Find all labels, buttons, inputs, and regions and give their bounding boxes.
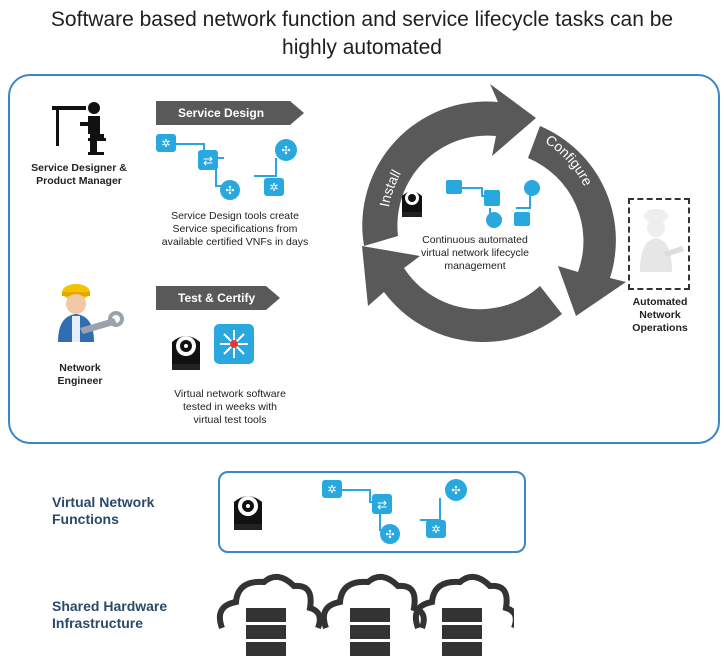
test-certify-caption: Virtual network software tested in weeks… (140, 388, 320, 427)
svg-text:✣: ✣ (281, 145, 290, 157)
designer-at-desk-icon (52, 102, 106, 155)
network-engineer-icon (58, 284, 124, 342)
svg-text:✣: ✣ (225, 185, 234, 197)
test-tools-icons (172, 324, 254, 370)
cycle-center-caption-line-1: Continuous automated (422, 234, 528, 246)
title-line-1: Software based network function and serv… (50, 8, 674, 31)
service-design-banner: Service Design (156, 101, 304, 125)
svg-text:✲: ✲ (269, 182, 278, 194)
vnf-layer-label-line-2: Functions (52, 511, 119, 527)
engineer-label-line-2: Engineer (57, 375, 103, 387)
automated-label-line-3: Operations (632, 322, 688, 334)
hardware-clouds (216, 573, 514, 656)
virtual-test-tool-icon (172, 336, 200, 370)
cloud-server-icon-2 (320, 573, 427, 656)
test-certify-caption-line-1: Virtual network software (174, 388, 286, 400)
cloud-server-icon-1 (216, 573, 323, 656)
svg-text:✲: ✲ (161, 138, 170, 150)
automated-label-line-2: Network (639, 309, 681, 321)
service-design-network-icons: ✲ ⇄ ✣ ✲ ✣ (156, 134, 297, 200)
operate-arrow (362, 246, 562, 343)
certified-switch-icon (214, 324, 254, 364)
test-certify-caption-line-2: tested in weeks with (183, 401, 277, 413)
automated-operator-icon (640, 209, 684, 272)
designer-label: Service Designer & Product Manager (20, 162, 138, 188)
cycle-center-caption-line-3: management (444, 260, 506, 272)
engineer-label: Network Engineer (30, 362, 130, 388)
install-arrow (362, 84, 536, 246)
cycle-test-tool-icon (402, 191, 422, 217)
cycle-center-caption: Continuous automated virtual network lif… (400, 234, 550, 273)
svg-text:✣: ✣ (451, 485, 460, 497)
automated-label-line-1: Automated (632, 296, 688, 308)
svg-text:⇄: ⇄ (203, 154, 213, 168)
vnf-layer-box (218, 471, 526, 553)
operate-label: Operate (447, 346, 503, 358)
engineer-label-line-1: Network (59, 362, 101, 374)
service-design-caption-line-1: Service Design tools create (171, 210, 299, 222)
vnf-test-tool-icon (234, 496, 262, 530)
designer-label-line-1: Service Designer & (31, 162, 127, 174)
title-line-2: highly automated (282, 36, 442, 59)
hw-layer-label-line-2: Infrastructure (52, 615, 144, 631)
svg-text:✣: ✣ (385, 529, 394, 541)
vnf-layer-label: Virtual Network Functions (52, 494, 222, 528)
vnf-hub-icon (220, 180, 240, 200)
cycle-center-icons (402, 180, 540, 228)
lifecycle-panel (8, 74, 720, 444)
svg-text:⇄: ⇄ (377, 498, 387, 512)
svg-text:✲: ✲ (327, 484, 336, 496)
test-certify-banner: Test & Certify (156, 286, 280, 310)
vnf-switch-icon (156, 134, 176, 152)
vnf-layer-icons: ✲ ⇄ ✣ ✲ ✣ (234, 479, 467, 544)
svg-text:✲: ✲ (431, 524, 440, 536)
vnf-layer-label-line-1: Virtual Network (52, 494, 155, 510)
cloud-server-icon-3 (412, 573, 514, 656)
lifecycle-cycle: Install Configure Operate (362, 84, 626, 358)
configure-arrow (528, 126, 626, 316)
automated-operations-box (628, 198, 690, 290)
automated-label: Automated Network Operations (612, 296, 708, 335)
cycle-center-caption-line-2: virtual network lifecycle (421, 247, 529, 259)
hw-layer-label: Shared Hardware Infrastructure (52, 598, 222, 632)
hw-layer-label-line-1: Shared Hardware (52, 598, 168, 614)
service-design-caption-line-2: Service specifications from (172, 223, 298, 235)
service-design-caption-line-3: available certified VNFs in days (161, 236, 309, 248)
vnf-router-icon (198, 150, 218, 170)
diagram-title: Software based network function and serv… (0, 6, 724, 62)
designer-label-line-2: Product Manager (36, 175, 122, 187)
test-certify-caption-line-3: virtual test tools (193, 414, 267, 426)
service-design-caption: Service Design tools create Service spec… (140, 210, 330, 249)
vnf-firewall-icon (264, 178, 284, 196)
vnf-gateway-icon (275, 139, 297, 161)
